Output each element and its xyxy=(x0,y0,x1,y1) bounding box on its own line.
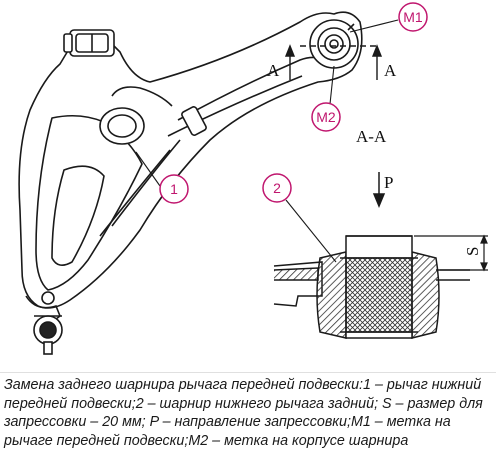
svg-text:1: 1 xyxy=(170,181,178,197)
figure-caption: Замена заднего шарнира рычага передней п… xyxy=(0,372,496,473)
svg-text:M2: M2 xyxy=(316,109,336,125)
svg-text:2: 2 xyxy=(273,180,281,196)
svg-text:M1: M1 xyxy=(403,9,423,25)
force-label: P xyxy=(384,173,393,192)
section-mark-left: A xyxy=(267,61,280,80)
control-arm xyxy=(18,11,363,309)
ball-joint xyxy=(25,291,63,355)
callout-1: 1 xyxy=(159,174,189,204)
callout-m1: M1 xyxy=(398,2,428,32)
rear-bushing-housing xyxy=(309,19,359,69)
press-direction-arrow xyxy=(372,172,386,208)
suspension-arm-diagram: A A A-A P S xyxy=(18,2,488,355)
section-line-a-a xyxy=(284,44,383,80)
callout-2: 2 xyxy=(262,173,292,203)
callout-m2: M2 xyxy=(311,102,341,132)
front-bushing xyxy=(63,29,115,57)
section-title: A-A xyxy=(356,127,387,146)
section-mark-right: A xyxy=(384,61,397,80)
callout-leaders xyxy=(135,19,399,263)
dimension-s xyxy=(414,234,488,272)
section-view xyxy=(273,235,470,339)
dimension-label: S xyxy=(463,247,482,256)
